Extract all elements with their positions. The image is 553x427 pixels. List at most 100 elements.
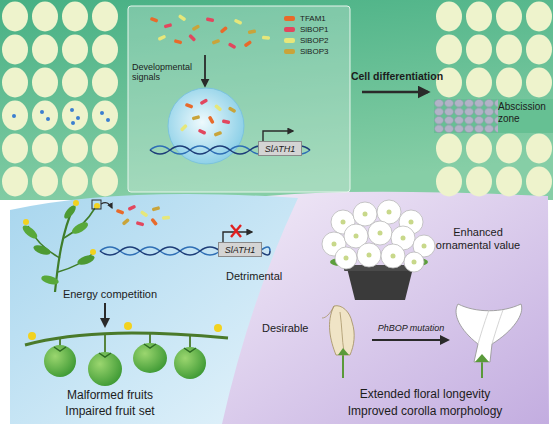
down-arrow	[105, 303, 106, 326]
down-arrow	[104, 303, 106, 326]
open-flower	[456, 304, 522, 378]
protein-confetti	[192, 24, 201, 31]
protein-cluster	[162, 216, 170, 220]
top-background	[0, 0, 553, 200]
protein-cluster	[122, 218, 130, 226]
legend-row: SlBOP3	[284, 46, 328, 57]
open-flower	[456, 304, 522, 362]
tomato-plant	[23, 219, 29, 225]
petunia-pot	[404, 252, 424, 272]
differentiation-arrow	[362, 92, 428, 93]
cell-grid	[434, 1, 553, 199]
fruit-truss	[60, 333, 190, 352]
outcome-label: Impaired fruit set	[30, 405, 190, 419]
zoom-callout	[101, 203, 112, 208]
legend-swatch	[284, 27, 295, 32]
petunia-pot	[363, 212, 368, 217]
protein-cluster	[150, 218, 158, 226]
petunia-pot	[368, 221, 392, 245]
mutation-arrow	[372, 340, 448, 341]
nucleus	[192, 115, 201, 120]
protein-confetti	[178, 14, 187, 21]
protein-confetti	[234, 18, 243, 25]
legend-text: SlBOP2	[300, 36, 328, 45]
open-flower	[481, 360, 483, 378]
petunia-pot	[377, 200, 401, 224]
protein-cluster	[128, 204, 137, 211]
mutation-arrow	[372, 339, 448, 341]
zoom-callout	[92, 200, 101, 209]
cell-grid	[434, 99, 553, 133]
tomato-plant	[73, 200, 79, 206]
tomato-plant	[40, 274, 59, 286]
protein-cluster	[136, 221, 145, 226]
legend-row: TFAM1	[284, 13, 328, 24]
signal-arrow	[205, 55, 206, 86]
protein-confetti	[150, 14, 270, 49]
category-label: Detrimental	[226, 270, 296, 283]
protein-confetti	[212, 39, 221, 45]
wilted-flower	[342, 352, 344, 378]
petunia-pot	[422, 244, 427, 249]
nucleus	[185, 103, 194, 109]
outcome-label: Improved corolla morphology	[320, 405, 530, 419]
process-label: Cell differentiation	[346, 70, 448, 82]
petunia-pot	[322, 200, 435, 300]
petunia-pot	[381, 244, 405, 268]
wilted-flower	[322, 306, 354, 378]
petunia-pot	[387, 210, 392, 215]
fruit-truss	[25, 333, 228, 345]
legend-text: SlBOP1	[300, 25, 328, 34]
annotation: Developmental signals	[132, 62, 198, 83]
protein-confetti	[220, 26, 228, 34]
signal-arrow	[204, 55, 206, 86]
block-cross	[231, 225, 241, 237]
gene-name: SlATH1	[265, 144, 295, 154]
tomato-plant	[94, 203, 100, 209]
petunia-pot	[322, 200, 435, 272]
legend-swatch	[284, 38, 295, 43]
petunia-pot	[347, 268, 413, 300]
protein-confetti	[206, 17, 214, 22]
petunia-pot	[332, 210, 427, 265]
cell-grid	[76, 116, 80, 120]
cell-grid	[70, 108, 74, 112]
tomato-plant	[21, 200, 100, 292]
nucleus-panel	[128, 6, 350, 192]
legend-text: TFAM1	[300, 14, 326, 23]
cell-grid	[46, 117, 50, 121]
category-label: Desirable	[262, 322, 322, 335]
legend-row: SlBOP2	[284, 35, 328, 46]
fruit-truss	[44, 345, 76, 377]
petunia-pot	[344, 256, 349, 261]
fruit-truss	[25, 322, 228, 386]
blue-region	[10, 194, 298, 424]
gene-name: SlATH1	[225, 245, 255, 255]
open-flower	[475, 354, 489, 362]
block-cross	[231, 225, 241, 237]
legend: TFAM1SlBOP1SlBOP2SlBOP3	[284, 13, 328, 57]
legend-row: SlBOP1	[284, 24, 328, 35]
region-label: Abscission zone	[498, 101, 553, 124]
transcription-arrow	[263, 131, 293, 141]
zoom-callout	[92, 200, 112, 209]
differentiation-arrow	[362, 91, 428, 94]
legend-swatch	[284, 49, 295, 54]
protein-confetti	[164, 23, 173, 28]
tomato-plant	[70, 220, 90, 236]
legend-text: SlBOP3	[300, 47, 328, 56]
outcome-label: Malformed fruits	[30, 389, 190, 403]
nucleus	[214, 131, 223, 137]
nucleus	[200, 98, 209, 105]
annotation: PhBOP mutation	[372, 323, 450, 333]
nucleus-panel	[128, 6, 350, 192]
cell-grid	[12, 114, 16, 118]
nucleus	[228, 106, 237, 113]
petunia-pot	[378, 231, 383, 236]
cell-grid	[0, 1, 122, 199]
protein-cluster	[116, 209, 125, 215]
nucleus	[198, 128, 207, 135]
cell-grid	[106, 118, 110, 122]
